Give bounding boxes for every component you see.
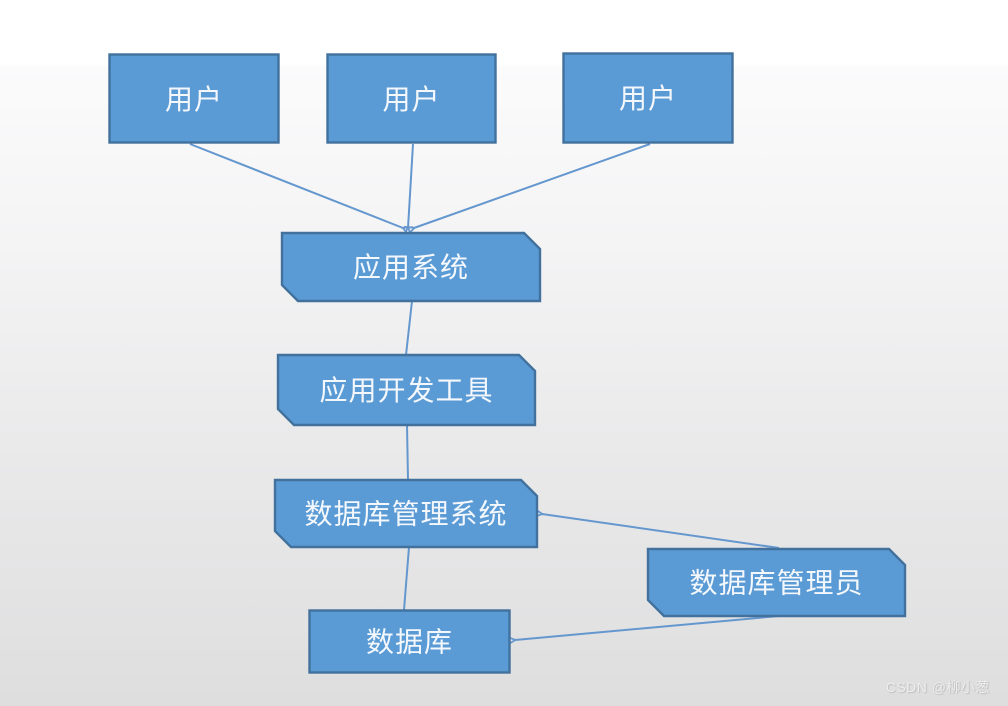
node-dev-tools-label: 应用开发工具 xyxy=(319,374,493,407)
edge-dbms-to-database xyxy=(403,546,410,611)
edge-user2-to-app-system xyxy=(408,143,414,228)
node-user-2-label: 用户 xyxy=(382,83,440,116)
edge-user1-to-app-system xyxy=(189,143,403,228)
node-dba-shape xyxy=(646,547,907,618)
node-user-3-shape xyxy=(562,52,734,144)
connector-lines xyxy=(189,143,780,640)
node-app-system-label: 应用系统 xyxy=(353,251,469,284)
node-user-2-shape xyxy=(326,53,497,144)
node-labels: 用户 用户 用户 应用系统 应用开发工具 数据库管理系统 数据库 数据库管理员 xyxy=(165,82,863,658)
node-database-shape xyxy=(308,609,511,674)
csdn-watermark: CSDN @柳小葱 xyxy=(885,679,990,695)
node-user-1-label: 用户 xyxy=(165,83,223,116)
edge-user3-to-app-system xyxy=(414,143,651,228)
node-dbms-shape xyxy=(273,478,539,549)
edge-dba-to-database xyxy=(515,615,780,640)
edge-dba-to-dbms xyxy=(542,514,780,549)
diagram-nodes xyxy=(108,52,907,674)
node-database-label: 数据库 xyxy=(366,625,453,658)
node-dbms-label: 数据库管理系统 xyxy=(304,497,507,530)
edge-app-system-to-dev-tools xyxy=(405,300,413,356)
edge-dev-tools-to-dbms xyxy=(406,424,409,481)
node-dba-label: 数据库管理员 xyxy=(689,566,863,599)
node-dev-tools-shape xyxy=(276,353,537,427)
node-user-1-shape xyxy=(108,53,280,144)
node-app-system-shape xyxy=(280,231,542,303)
node-user-3-label: 用户 xyxy=(619,82,677,115)
